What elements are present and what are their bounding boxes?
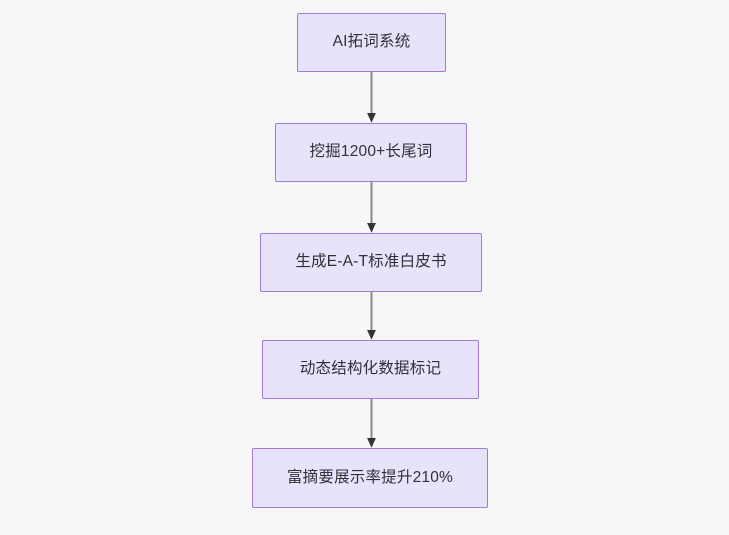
flow-node-rich-snippet-rate-increase[interactable]: 富摘要展示率提升210%: [252, 448, 488, 508]
flow-node-ai-keyword-system[interactable]: AI拓词系统: [297, 13, 446, 72]
flow-node-mine-longtail-keywords[interactable]: 挖掘1200+长尾词: [275, 123, 467, 182]
flow-node-label: 富摘要展示率提升210%: [286, 468, 454, 486]
flow-node-label: 动态结构化数据标记: [299, 360, 442, 378]
flow-node-label: 生成E-A-T标准白皮书: [295, 253, 447, 271]
flow-node-label: AI拓词系统: [332, 33, 411, 51]
flow-node-generate-eat-whitepaper[interactable]: 生成E-A-T标准白皮书: [260, 233, 482, 292]
flow-node-dynamic-structured-data-markup[interactable]: 动态结构化数据标记: [262, 340, 479, 399]
flow-node-label: 挖掘1200+长尾词: [309, 143, 433, 161]
